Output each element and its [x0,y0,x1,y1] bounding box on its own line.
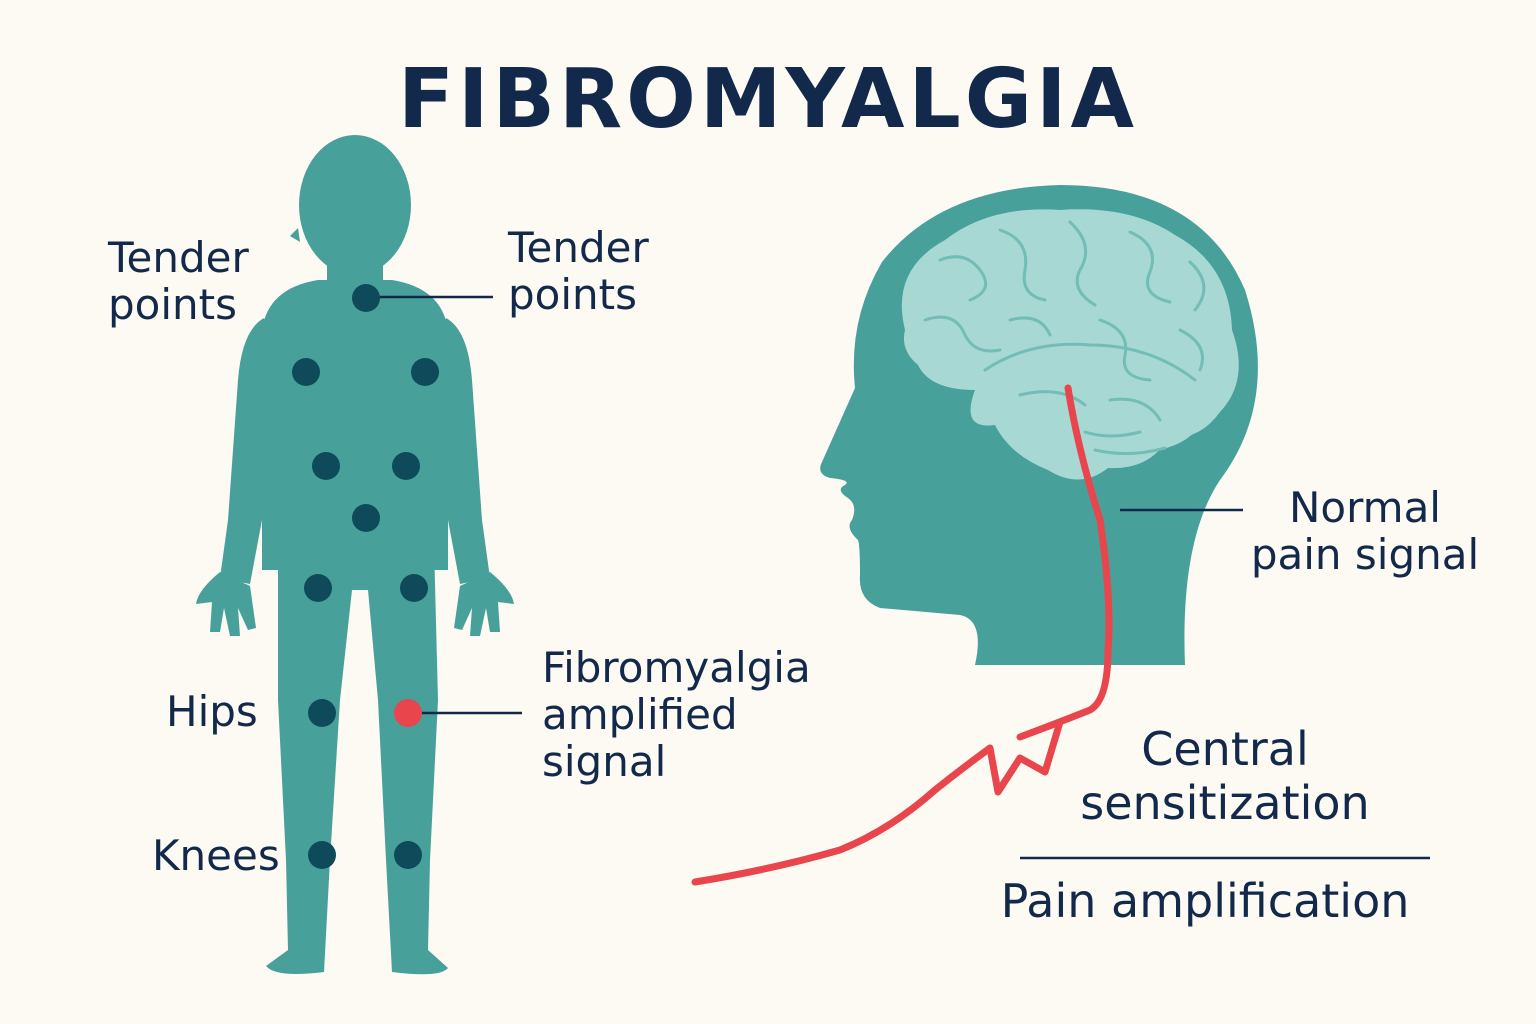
tender-point [400,574,428,602]
normal-pain-signal-label: Normal pain signal [1250,483,1480,580]
leader-lines [378,295,1430,860]
hips-label: Hips [166,687,258,736]
tender-point [292,358,320,386]
tender-point [411,358,439,386]
tender-point [392,452,420,480]
tender-point [304,574,332,602]
tender-point-knee [394,841,422,869]
pain-amplification-label: Pain amplification [1000,874,1410,928]
tender-points [292,284,439,869]
tender-points-label-left: Tender points [108,233,249,330]
tender-point-knee [308,841,336,869]
tender-points-label-right: Tender points [508,223,649,320]
tender-point [312,452,340,480]
tender-point-hip [308,699,336,727]
amplified-signal-label: Fibromyalgia amplified signal [542,643,811,787]
central-sensitization-label: Central sensitization [1080,722,1370,831]
knees-label: Knees [152,831,280,880]
brain-folds [923,220,1206,456]
amplified-point [394,699,422,727]
page-title: FIBROMYALGIA [398,52,1138,147]
tender-point [352,504,380,532]
pain-signal-path-icon [691,384,1113,886]
tender-point [352,284,380,312]
